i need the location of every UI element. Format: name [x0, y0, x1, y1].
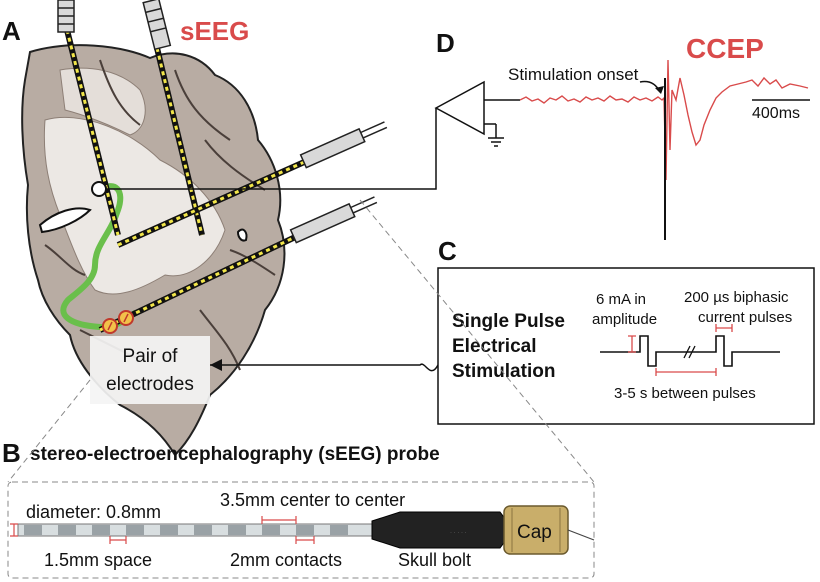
pulse-label-line1: 200 µs biphasic — [684, 289, 789, 306]
amplitude-bracket — [628, 335, 636, 353]
panel-c: C Single Pulse Electrical Stimulation 6 … — [437, 236, 815, 425]
cap-ridges — [511, 508, 561, 552]
electrodes — [64, 29, 322, 333]
signal-connections — [106, 108, 439, 372]
panel-b: B stereo-electroencephalography (sEEG) p… — [2, 199, 595, 579]
electrode-pair-label-line2: electrodes — [106, 374, 194, 395]
stimulation-title-line2: Electrical — [452, 336, 537, 357]
panel-a-letter: A — [2, 16, 21, 46]
stimulation-title-line1: Single Pulse — [452, 311, 565, 332]
time-scale-label: 400ms — [752, 105, 800, 122]
onset-arrowhead — [655, 86, 664, 94]
diameter-label: diameter: 0.8mm — [26, 502, 161, 522]
stimulation-title-line3: Stimulation — [452, 361, 555, 382]
skull-bolt — [371, 511, 507, 549]
measurement-brackets — [10, 516, 315, 544]
bolt-marking: · · · · · — [450, 530, 467, 536]
pulse-train — [600, 335, 780, 367]
amplitude-label-line1: 6 mA in — [596, 291, 646, 308]
small-ventricle — [236, 228, 248, 242]
skull-bolt-label: Skull bolt — [398, 550, 471, 570]
probe-contacts — [24, 525, 348, 535]
ground-icon — [484, 123, 504, 147]
panel-d-title: CCEP — [686, 33, 764, 64]
panel-a: Pair of electrodes A sEEG — [2, 0, 388, 457]
electrode-pair-label-line1: Pair of — [123, 346, 179, 367]
break-marker — [683, 345, 696, 359]
panel-c-box — [437, 267, 815, 425]
panel-a-title: sEEG — [180, 16, 249, 46]
recording-site-marker — [91, 181, 107, 197]
panel-b-letter: B — [2, 438, 21, 468]
cap-label: Cap — [517, 522, 552, 543]
electrode-pair-label-box — [90, 336, 210, 404]
panel-d: Stimulation onset 400ms D CCEP — [434, 28, 810, 240]
electrode-connectors — [57, 0, 388, 244]
amplitude-label-line2: amplitude — [592, 311, 657, 328]
stimulation-pair — [102, 310, 134, 334]
interval-bracket — [655, 368, 717, 376]
interval-label: 3-5 s between pulses — [614, 385, 756, 402]
amplifier-icon — [434, 80, 485, 136]
zoom-guides — [7, 199, 595, 579]
onset-arrow — [639, 80, 661, 93]
contacts-label: 2mm contacts — [230, 550, 342, 570]
space-label: 1.5mm space — [44, 550, 152, 570]
stimulation-onset-label: Stimulation onset — [508, 65, 639, 84]
arrowhead-to-electrodes — [210, 359, 222, 371]
cap-wire — [567, 529, 595, 541]
pulse-label-line2: current pulses — [698, 309, 792, 326]
panel-d-letter: D — [436, 28, 455, 58]
panel-b-title: stereo-electroencephalography (sEEG) pro… — [30, 444, 440, 465]
center-spacing-label: 3.5mm center to center — [220, 490, 405, 510]
ventricle — [38, 207, 92, 234]
pulse-width-bracket — [715, 324, 733, 332]
panel-c-letter: C — [438, 236, 457, 266]
